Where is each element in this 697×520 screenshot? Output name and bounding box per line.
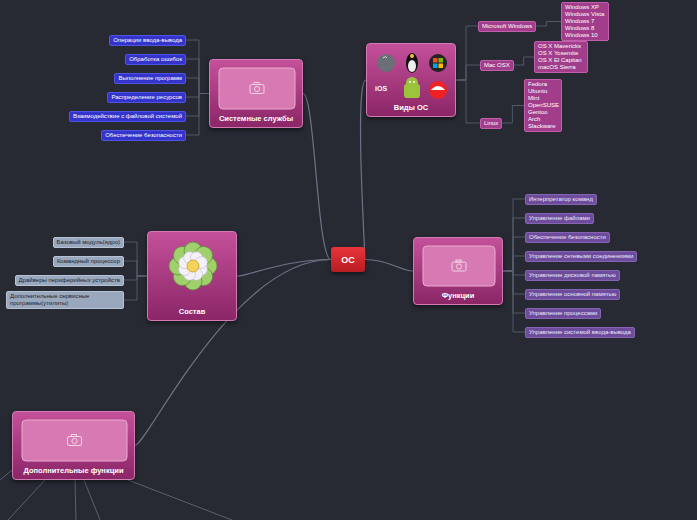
subtopic-label: Базовый модуль(ядро) bbox=[57, 239, 121, 245]
subtopic-label: Выполнение программ bbox=[118, 75, 182, 81]
subtopic-label: Операции ввода-вывода bbox=[113, 37, 182, 43]
subtopic-box: Управление основной памятью bbox=[525, 289, 620, 300]
subtopic-box: Драйверы периферийных устройств bbox=[15, 275, 124, 286]
subtopic-box: Обеспечение безопасности bbox=[101, 130, 186, 141]
topic-box: Системные службы bbox=[209, 59, 303, 128]
topic-label: Функции bbox=[414, 291, 502, 300]
topic-box: Состав bbox=[147, 231, 237, 321]
topic-label: Состав bbox=[148, 307, 236, 316]
branch-connector bbox=[124, 276, 147, 300]
subtopic-box: Распределение ресурсов bbox=[107, 92, 186, 103]
subtopic-box: Командный процессор bbox=[53, 256, 124, 267]
topic-label: ОС bbox=[341, 255, 355, 265]
branch-connector bbox=[503, 271, 525, 294]
subtopic-box: Выполнение программ bbox=[114, 73, 186, 84]
subtopic-label: Fedora Ubuntu Mint OpenSUSE Gentoo Arch … bbox=[528, 81, 559, 129]
subtopic-label: Управление процессами bbox=[529, 310, 597, 316]
topic-box: Дополнительные функции bbox=[12, 411, 135, 480]
topic-label: Виды ОС bbox=[367, 103, 455, 112]
subtopic-box: Операции ввода-вывода bbox=[109, 35, 186, 46]
subtopic-label: Управление системой ввода-вывода bbox=[529, 329, 631, 335]
subtopic-box: Управление дисковой памятью bbox=[525, 270, 620, 281]
subtopic-label: Управление сетевыми соединениями bbox=[529, 253, 633, 259]
subtopic-label: Управление дисковой памятью bbox=[529, 272, 616, 278]
branch-connector bbox=[503, 271, 525, 275]
branch-connector bbox=[456, 26, 478, 80]
subtopic-label: Интерпретатор команд bbox=[529, 196, 593, 202]
branch-connector bbox=[456, 65, 480, 80]
subtopic-box: Linux bbox=[480, 118, 502, 129]
subtopic-label: Управление файлами bbox=[529, 215, 590, 221]
subtopic-label: Распределение ресурсов bbox=[111, 94, 182, 100]
branch-connector bbox=[503, 237, 525, 271]
branch-connector bbox=[124, 276, 147, 280]
branch-connector bbox=[456, 80, 480, 123]
topic-label: Системные службы bbox=[210, 114, 302, 123]
subtopic-label: Взаимодействие с файловой системой bbox=[73, 113, 182, 119]
logo-text: iOS bbox=[375, 85, 387, 92]
subtopic-box: Интерпретатор команд bbox=[525, 194, 597, 205]
subtopic-box: Базовый модуль(ядро) bbox=[53, 237, 125, 248]
subtopic-label: Драйверы периферийных устройств bbox=[19, 277, 120, 283]
branch-connector bbox=[124, 242, 147, 276]
branch-connector bbox=[514, 57, 534, 65]
subtopic-label: Linux bbox=[484, 120, 498, 126]
subtopic-label: OS X Mavericks OS X Yosemite OS X El Cap… bbox=[538, 43, 582, 70]
topic-box: Виды ОС bbox=[366, 43, 456, 117]
branch-connector bbox=[186, 94, 209, 117]
subtopic-label: Mac OSX bbox=[484, 62, 510, 68]
branch-connector bbox=[503, 256, 525, 271]
branch-connector bbox=[365, 260, 413, 272]
subtopic-box: Mac OSX bbox=[480, 60, 514, 71]
subtopic-box: Microsoft Windows bbox=[478, 21, 536, 32]
branch-connector bbox=[124, 261, 147, 276]
branch-connector bbox=[186, 59, 209, 94]
branch-connector bbox=[503, 271, 525, 332]
branch-connector bbox=[186, 78, 209, 94]
subtopic-label: Командный процессор bbox=[57, 258, 120, 264]
subtopic-label: Управление основной памятью bbox=[529, 291, 616, 297]
root-node: ОС bbox=[331, 247, 365, 272]
subtopic-label: Обеспечение безопасности bbox=[105, 132, 182, 138]
subtopic-box: Управление сетевыми соединениями bbox=[525, 251, 637, 262]
branch-connector bbox=[303, 94, 331, 260]
topic-box: Функции bbox=[413, 237, 503, 305]
subtopic-label: Дополнительные сервисные программы(утили… bbox=[10, 293, 89, 306]
subtopic-box: Дополнительные сервисные программы(утили… bbox=[6, 291, 124, 309]
subtopic-label: Обеспечение безопасности bbox=[529, 234, 606, 240]
branch-connector bbox=[502, 106, 524, 124]
branch-connector bbox=[503, 199, 525, 271]
subtopic-box: Взаимодействие с файловой системой bbox=[69, 111, 186, 122]
branch-connector bbox=[186, 40, 209, 94]
subtopic-box: Управление файлами bbox=[525, 213, 594, 224]
subtopic-label: Windows XP Windows Vista Windows 7 Windo… bbox=[565, 4, 604, 38]
subtopic-box: Управление процессами bbox=[525, 308, 601, 319]
subtopic-box: Обеспечение безопасности bbox=[525, 232, 610, 243]
topic-picture bbox=[148, 232, 236, 320]
branch-connector bbox=[536, 22, 561, 27]
subtopic-box: Управление системой ввода-вывода bbox=[525, 327, 635, 338]
subtopic-box: Fedora Ubuntu Mint OpenSUSE Gentoo Arch … bbox=[524, 79, 562, 132]
topic-label: Дополнительные функции bbox=[13, 466, 134, 475]
branch-connector bbox=[186, 94, 209, 98]
subtopic-box: Windows XP Windows Vista Windows 7 Windo… bbox=[561, 2, 609, 41]
subtopic-label: Обработка ошибок bbox=[129, 56, 182, 62]
branch-connector bbox=[503, 271, 525, 313]
subtopic-box: Обработка ошибок bbox=[125, 54, 186, 65]
subtopic-label: Microsoft Windows bbox=[482, 23, 532, 29]
branch-connector bbox=[503, 218, 525, 271]
subtopic-box: OS X Mavericks OS X Yosemite OS X El Cap… bbox=[534, 41, 588, 73]
branch-connector bbox=[186, 94, 209, 136]
